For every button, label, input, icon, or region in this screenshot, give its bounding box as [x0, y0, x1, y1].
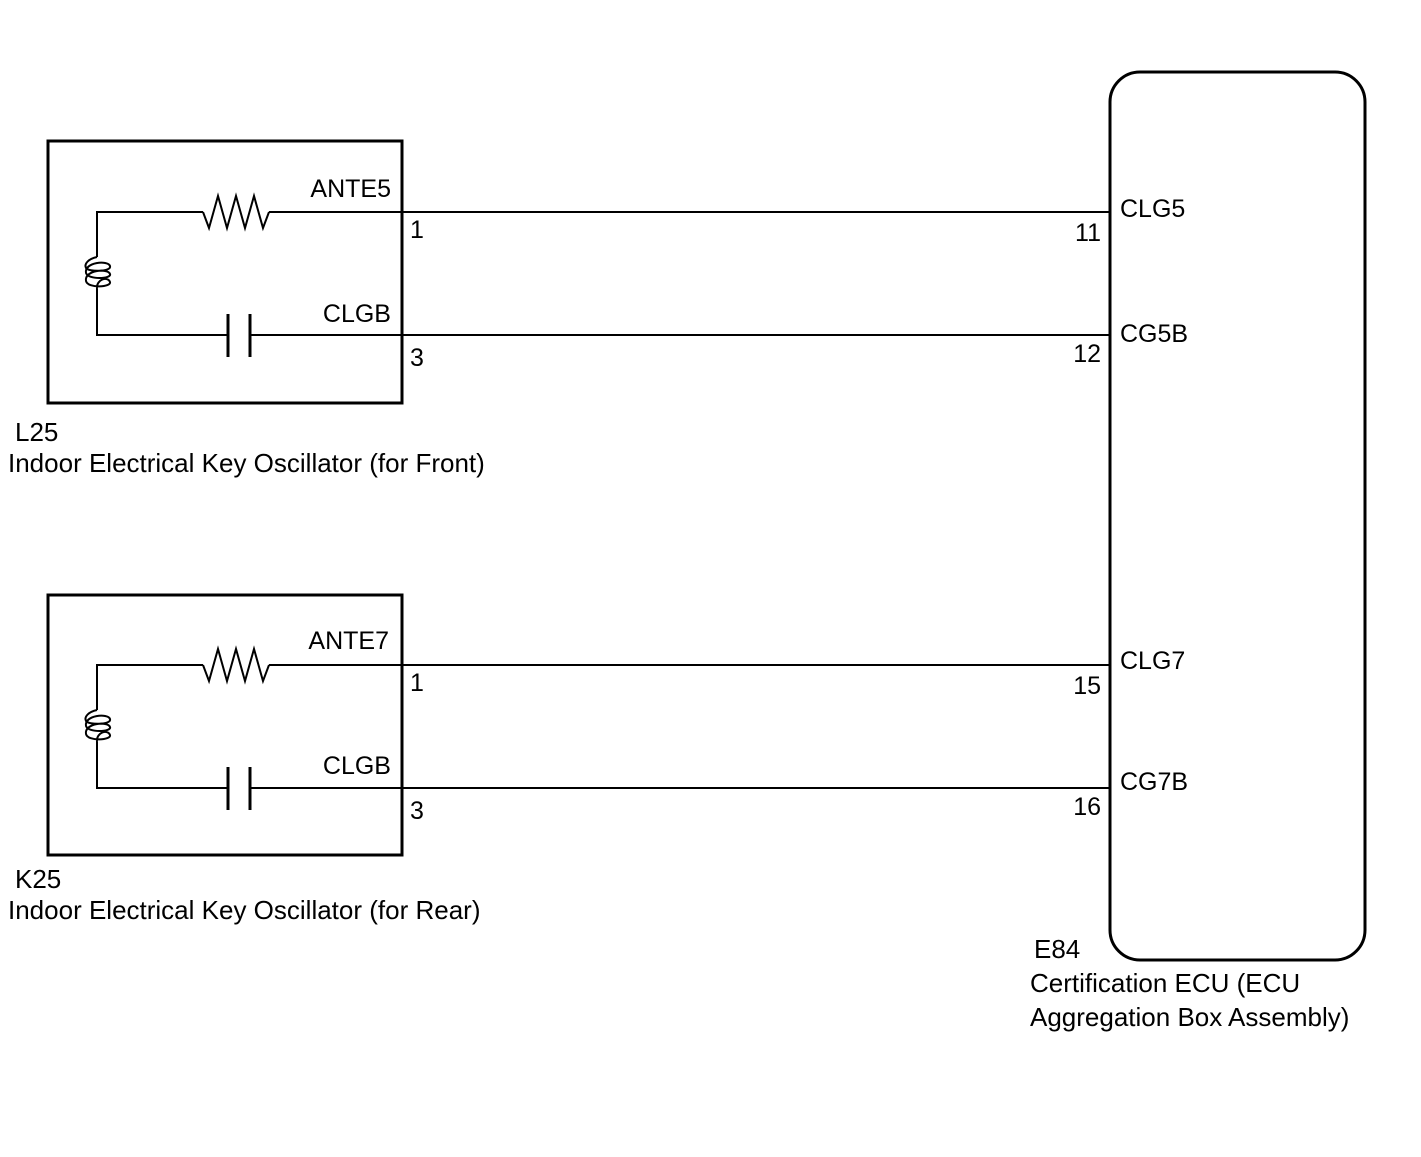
ecu-signal-cg7b: CG7B — [1120, 768, 1188, 796]
ecu-name-line2: Aggregation Box Assembly) — [1030, 1002, 1349, 1032]
front-resistor-icon — [202, 192, 270, 232]
front-oscillator-box — [46, 139, 404, 405]
ecu-connector-id: E84 — [1034, 934, 1080, 964]
certification-ecu: CLG5 11 CG5B 12 CLG7 15 CG7B 16 E84 Cert… — [1030, 70, 1367, 1032]
ecu-box — [1108, 70, 1367, 962]
ecu-signal-cg5b: CG5B — [1120, 320, 1188, 348]
rear-signal-clgb: CLGB — [323, 752, 391, 780]
front-coil-bottom-lead — [96, 289, 228, 336]
rear-signal-ante7: ANTE7 — [308, 627, 389, 655]
wires — [402, 211, 1110, 789]
front-pin-1: 1 — [410, 216, 424, 244]
ecu-signal-clg7: CLG7 — [1120, 647, 1185, 675]
ecu-name-line1: Certification ECU (ECU — [1030, 968, 1300, 998]
front-connector-id: L25 — [15, 417, 58, 447]
rear-coil-top-lead — [96, 664, 203, 710]
front-signal-ante5: ANTE5 — [310, 175, 391, 203]
rear-coil-bottom-lead — [96, 742, 228, 789]
rear-oscillator-name: Indoor Electrical Key Oscillator (for Re… — [8, 895, 480, 925]
front-oscillator-circuit — [84, 192, 402, 357]
rear-oscillator: ANTE7 1 CLGB 3 K25 Indoor Electrical Key… — [8, 593, 480, 925]
rear-pin-3: 3 — [410, 797, 424, 825]
front-coil-top-lead — [96, 211, 203, 257]
ecu-pin-16: 16 — [1073, 793, 1101, 821]
front-signal-clgb: CLGB — [323, 300, 391, 328]
front-oscillator-name: Indoor Electrical Key Oscillator (for Fr… — [8, 448, 485, 478]
rear-resistor-icon — [202, 645, 270, 685]
ecu-pin-11: 11 — [1075, 219, 1101, 247]
ecu-pin-15: 15 — [1073, 672, 1101, 700]
ecu-signal-clg5: CLG5 — [1120, 195, 1185, 223]
front-coil-icon — [84, 256, 111, 290]
front-pin-3: 3 — [410, 344, 424, 372]
ecu-pin-12: 12 — [1073, 340, 1101, 368]
rear-oscillator-box — [46, 593, 404, 857]
rear-connector-id: K25 — [15, 864, 61, 894]
rear-coil-icon — [84, 709, 111, 743]
rear-oscillator-circuit — [84, 645, 402, 810]
rear-pin-1: 1 — [410, 669, 424, 697]
front-oscillator: ANTE5 1 CLGB 3 L25 Indoor Electrical Key… — [8, 139, 485, 478]
